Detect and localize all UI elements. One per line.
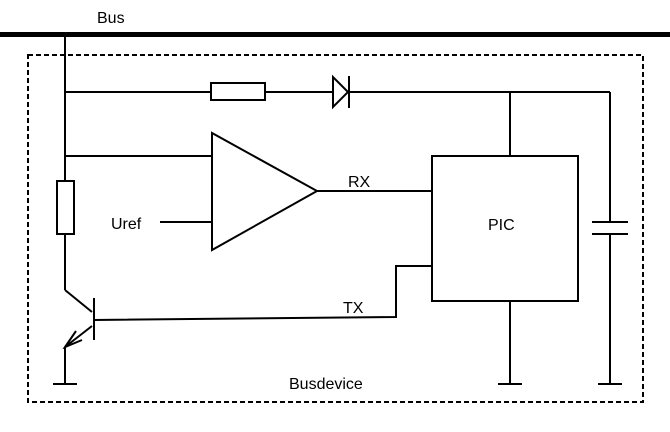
pic-label: PIC: [488, 217, 515, 234]
tx-label: TX: [343, 300, 364, 317]
bus-line: [0, 32, 670, 37]
uref-label: Uref: [111, 216, 142, 233]
supply-diode: [332, 74, 350, 110]
pullup-resistor: [56, 180, 75, 235]
supply-resistor: [210, 82, 266, 101]
busdevice-label: Busdevice: [289, 376, 363, 393]
busdevice-boundary: [27, 54, 644, 403]
comparator: [211, 131, 320, 252]
rx-label: RX: [348, 174, 371, 191]
tx-wire: [93, 265, 432, 321]
tx-transistor: [62, 289, 95, 350]
capacitor: [592, 221, 628, 235]
pic-block: [431, 155, 579, 302]
bus-label: Bus: [97, 10, 125, 27]
